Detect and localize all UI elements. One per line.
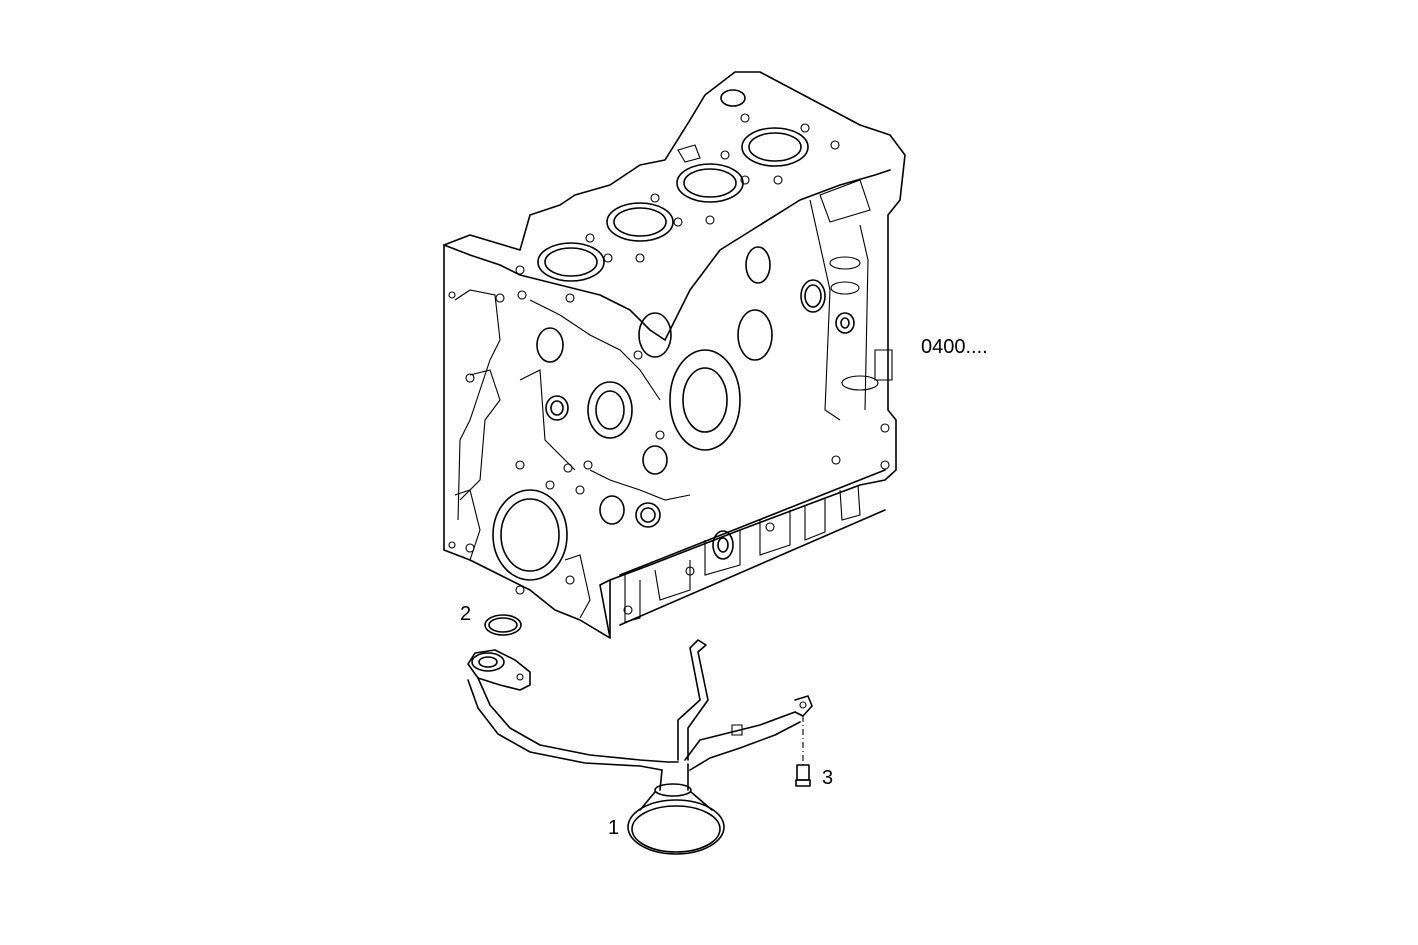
callout-number: 2	[460, 603, 472, 625]
assembly-reference-label: 0400....	[921, 336, 988, 358]
o-ring-seal	[484, 614, 522, 636]
screw	[795, 716, 811, 787]
engine-block	[443, 71, 906, 639]
callout-number: 3	[822, 767, 834, 789]
callout-number: 1	[608, 817, 620, 839]
oil-suction-pipe	[467, 639, 813, 855]
